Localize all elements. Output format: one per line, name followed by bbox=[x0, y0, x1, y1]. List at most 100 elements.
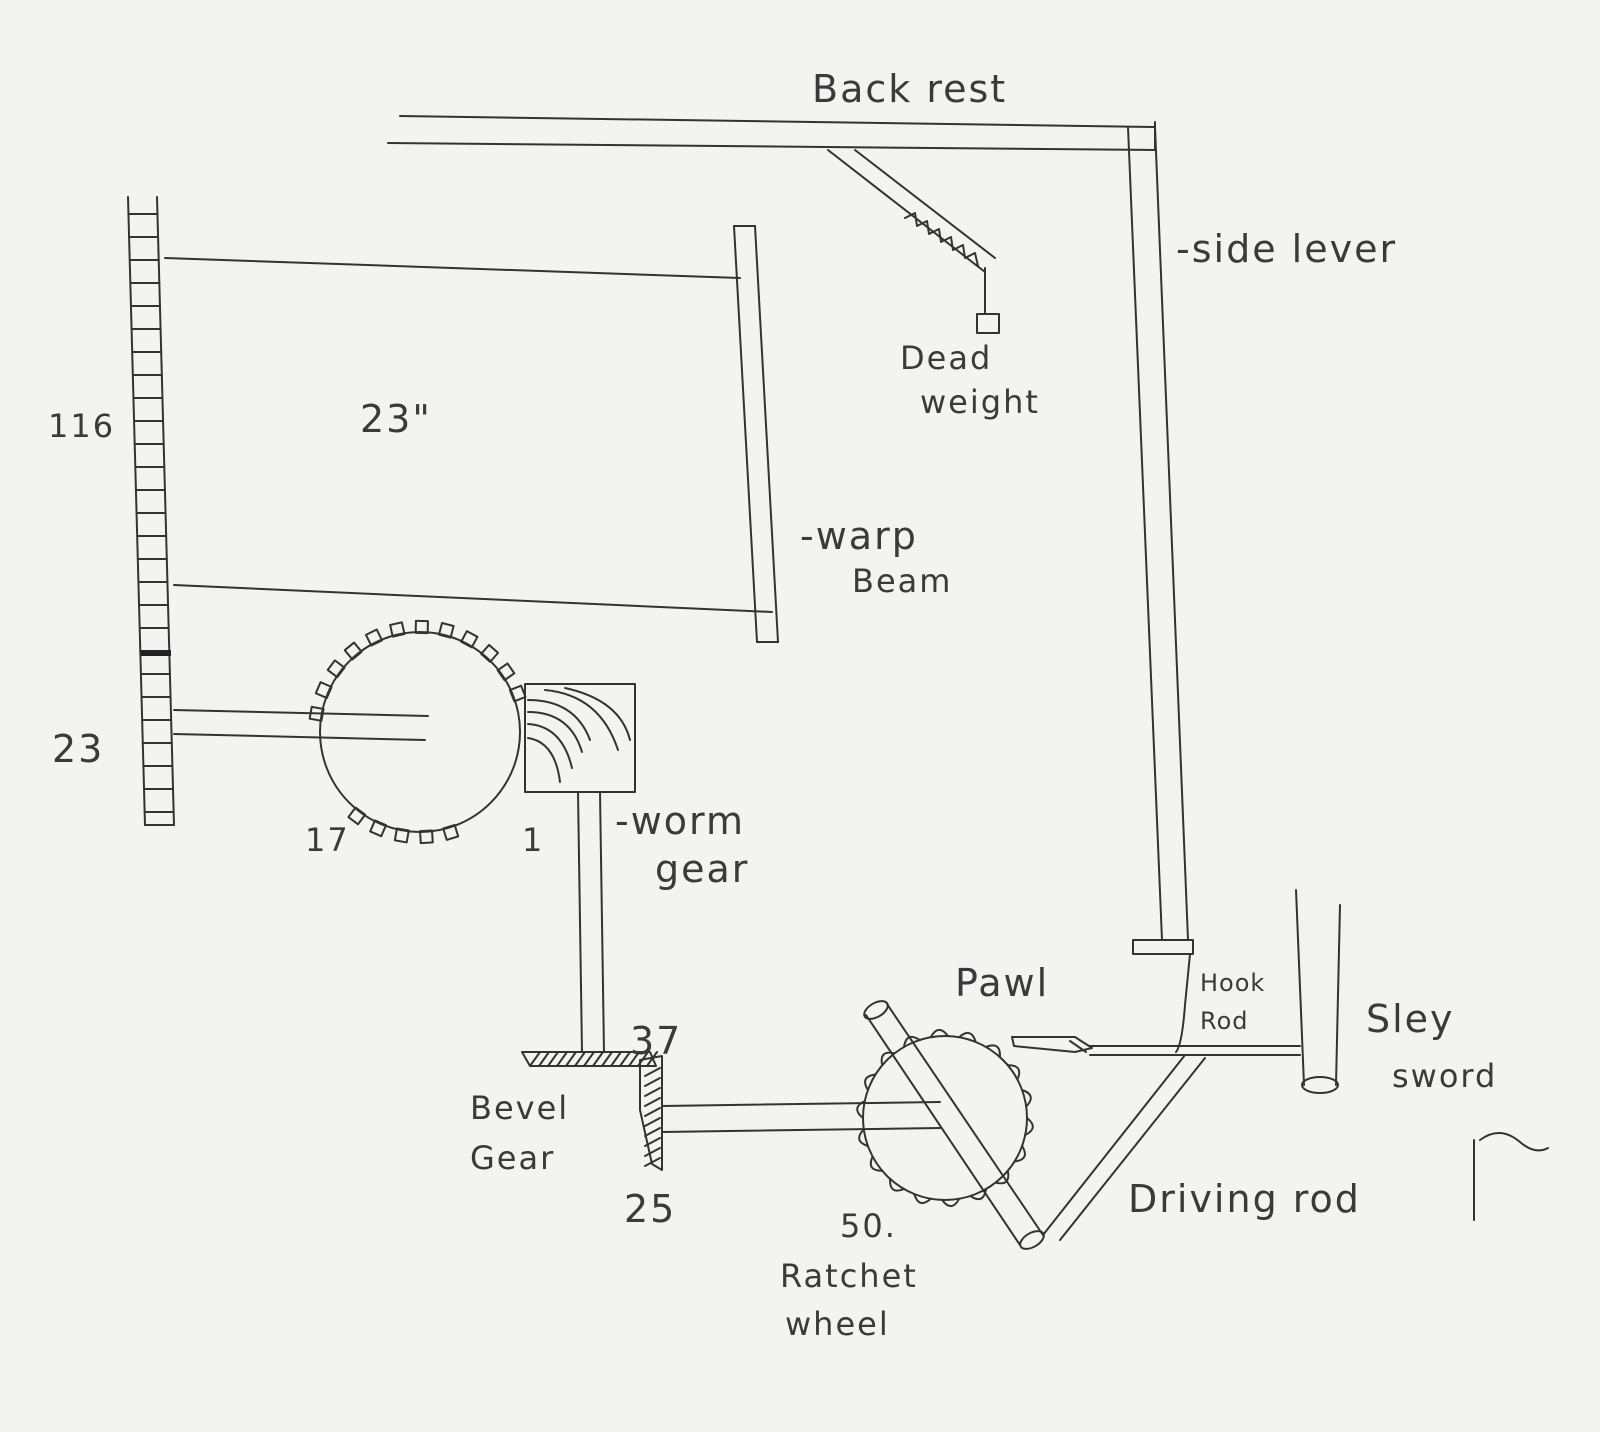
hook-rod bbox=[1175, 953, 1191, 1053]
worm-wheel-tooth bbox=[314, 681, 333, 699]
ratchet-tooth bbox=[958, 1031, 977, 1043]
bevel-teeth-top-label: 37 bbox=[630, 1019, 683, 1063]
bevel-hatch-line bbox=[610, 1051, 622, 1067]
back-rest-label: Back rest bbox=[812, 67, 1008, 111]
ratchet-tooth bbox=[1024, 1117, 1034, 1136]
worm-wheel-tooth bbox=[437, 621, 455, 639]
ratchet-teeth-label: 50. bbox=[840, 1207, 897, 1245]
ratchet-tooth bbox=[856, 1100, 866, 1119]
worm bbox=[524, 683, 636, 793]
hook-rod-label-line1: Hook bbox=[1200, 969, 1266, 997]
worm-wheel-tooth bbox=[347, 806, 367, 826]
sley-sword-label-line1: Sley bbox=[1366, 997, 1455, 1041]
driving-rod bbox=[1042, 1054, 1206, 1241]
ratchet-tooth bbox=[858, 1128, 869, 1147]
worm-wheel-tooth bbox=[480, 643, 500, 663]
worm-teeth-label: 1 bbox=[522, 821, 545, 859]
bevel-hatch-line bbox=[619, 1051, 631, 1067]
bevel-hatch-line bbox=[574, 1051, 586, 1067]
worm-wheel-tooth bbox=[343, 641, 363, 661]
worm-wheel-tooth bbox=[389, 621, 406, 638]
bevel-hatch-line bbox=[644, 1147, 661, 1157]
pawl-label: Pawl bbox=[955, 961, 1050, 1005]
bevel-hatch-line bbox=[583, 1051, 595, 1067]
take-up-roller bbox=[127, 196, 175, 826]
ratchet-tooth bbox=[1021, 1089, 1032, 1108]
bevel-hatch-line bbox=[592, 1051, 604, 1067]
bevel-hatch-line bbox=[601, 1051, 613, 1067]
side-lever bbox=[1127, 126, 1194, 955]
ratchet-tooth bbox=[869, 1155, 884, 1172]
worm-wheel-tooth bbox=[369, 819, 387, 838]
worm-wheel-tooth bbox=[508, 684, 527, 703]
dead-weight-label-line1: Dead bbox=[900, 339, 993, 377]
take-up-roller-rungs bbox=[127, 213, 175, 813]
ratchet-tooth bbox=[929, 1028, 949, 1039]
worm-wheel-tooth bbox=[364, 628, 384, 647]
back-rest bbox=[387, 115, 1156, 151]
warp-width-label: 23" bbox=[360, 397, 432, 441]
bevel-hatch-line bbox=[646, 1051, 658, 1067]
worm-wheel-tooth bbox=[460, 630, 479, 649]
bevel-gear bbox=[521, 1051, 663, 1171]
ratchet-tooth bbox=[969, 1188, 987, 1201]
bevel-hatch-line bbox=[644, 1137, 661, 1147]
sley-sword-label-line2: sword bbox=[1392, 1057, 1498, 1095]
bevel-hatch-line bbox=[644, 1077, 661, 1087]
dead-weight-lever bbox=[827, 149, 1000, 334]
worm-wheel-tooth bbox=[393, 827, 410, 844]
worm-wheel-tooth bbox=[414, 619, 429, 635]
ratchet-wheel-label-line2: wheel bbox=[785, 1305, 890, 1343]
worm-wheel-tooth bbox=[442, 823, 460, 841]
ratchet-tooth bbox=[913, 1193, 932, 1205]
worm-shaft bbox=[577, 791, 605, 1053]
warp-beam-label-line2: Beam bbox=[852, 562, 953, 600]
pawl bbox=[1011, 1036, 1301, 1056]
worm-wheel-tooth bbox=[326, 659, 346, 679]
ratchet-tooth bbox=[1013, 1145, 1026, 1163]
bevel-hatch-line bbox=[628, 1051, 640, 1067]
bevel-hatch-line bbox=[644, 1097, 661, 1107]
worm-wheel-teeth bbox=[308, 619, 527, 845]
worm-wheel-tooth bbox=[419, 829, 434, 845]
ratchet-wheel-teeth bbox=[856, 1028, 1034, 1208]
change-wheel-teeth-label: 23 bbox=[52, 727, 105, 771]
side-lever-label: -side lever bbox=[1176, 227, 1398, 271]
roller-mark bbox=[141, 650, 171, 656]
worm-gear-label-line2: gear bbox=[655, 847, 750, 891]
worm-wheel-tooth bbox=[496, 662, 516, 682]
warp-beam-label-line1: -warp bbox=[800, 514, 918, 558]
bevel-hatch-line bbox=[644, 1107, 661, 1117]
bevel-hatch-line bbox=[538, 1051, 550, 1067]
ratchet-tooth bbox=[889, 1177, 905, 1192]
sley-sword bbox=[1295, 889, 1341, 1094]
bevel-hatch-line bbox=[644, 1067, 661, 1077]
bevel-hatch-line bbox=[644, 1087, 661, 1097]
ratchet-tooth bbox=[1006, 1064, 1021, 1081]
bevel-hatch-line bbox=[556, 1051, 568, 1067]
bevel-hatch-line bbox=[644, 1127, 661, 1137]
warp-sheet bbox=[164, 257, 773, 613]
hook-rod-label-line2: Rod bbox=[1200, 1007, 1249, 1035]
driving-rod-label: Driving rod bbox=[1128, 1177, 1361, 1221]
bevel-hatch-line bbox=[644, 1117, 661, 1127]
bevel-hatch-line bbox=[529, 1051, 541, 1067]
bevel-teeth-bottom-label: 25 bbox=[624, 1187, 677, 1231]
ratchet-tooth bbox=[941, 1197, 961, 1208]
bevel-hatch-line bbox=[644, 1157, 661, 1167]
ratchet-shaft bbox=[661, 1101, 941, 1133]
dead-weight-block bbox=[976, 313, 1000, 334]
ratchet-tooth bbox=[864, 1073, 877, 1091]
bevel-gear-label-line2: Gear bbox=[470, 1139, 556, 1177]
ratchet-wheel-label-line1: Ratchet bbox=[780, 1257, 918, 1295]
bevel-hatch-line bbox=[565, 1051, 577, 1067]
worm-gear-label-line1: -worm bbox=[615, 799, 746, 843]
take-up-teeth-label: 116 bbox=[48, 407, 116, 445]
worm-wheel bbox=[173, 619, 527, 845]
bevel-gear-label-line1: Bevel bbox=[470, 1089, 570, 1127]
pencil-stroke bbox=[1473, 1132, 1549, 1221]
ratchet-wheel bbox=[856, 1028, 1034, 1208]
dead-weight-label-line2: weight bbox=[920, 383, 1040, 421]
